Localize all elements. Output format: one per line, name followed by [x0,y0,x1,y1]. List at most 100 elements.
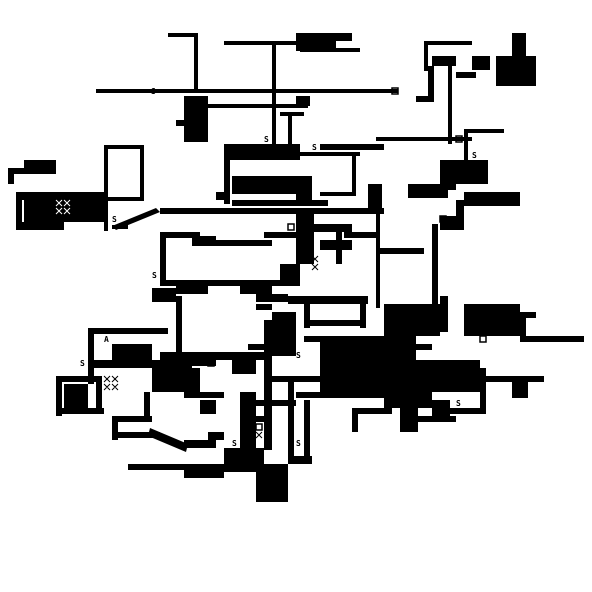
start-marker: S [152,271,157,280]
wall-segment [168,33,198,37]
wall-segment [248,344,264,350]
wall-block [256,464,288,502]
wall-segment [320,240,352,250]
wall-segment [96,89,398,93]
wall-segment [464,129,504,133]
wall-segment [208,432,224,440]
wall-segment [480,368,486,414]
wall-block [296,208,314,264]
wall-segment [304,320,364,326]
wall-segment [104,145,144,149]
start-marker: S [472,151,477,160]
wall-segment [320,376,326,396]
wall-segment [464,129,468,169]
wall-block [240,282,272,294]
wall-segment [456,72,476,78]
wall-segment [216,240,272,246]
wall-segment [334,33,352,41]
wall-segment [456,200,464,228]
wall-block [24,160,56,174]
start-marker: S [296,439,301,448]
wall-segment [376,137,472,141]
start-marker: S [151,87,156,96]
wall-segment [88,360,112,368]
item-box [479,335,487,343]
wall-segment [112,416,152,422]
agent-marker: A [104,335,109,344]
wall-segment [256,400,296,406]
wall-segment [416,344,432,350]
wall-segment [16,192,22,230]
wall-segment [432,400,450,420]
wall-segment [8,168,28,174]
wall-segment [448,408,486,414]
start-marker: S [80,359,85,368]
wall-segment [16,192,108,200]
start-marker: S [264,319,269,328]
start-marker: S [232,439,237,448]
wall-segment [416,96,434,102]
wall-block [376,360,480,380]
wall-segment [304,336,324,342]
wall-segment [432,224,438,304]
wall-block [152,288,176,302]
wall-block [184,464,224,478]
wall-segment [352,152,356,196]
wall-block [200,400,216,414]
wall-segment [248,416,264,422]
wall-segment [520,336,584,342]
wall-segment [376,184,380,308]
item-box [255,423,263,431]
start-marker: S [504,79,509,88]
wall-segment [352,408,392,414]
wall-segment [304,392,408,398]
wall-segment [16,222,64,230]
wall-block [184,96,208,142]
wall-segment [144,392,150,416]
wall-segment [264,232,304,238]
wall-segment [320,192,356,196]
wall-segment [432,56,456,66]
wall-segment [296,96,310,106]
wall-segment [56,376,96,382]
wall-segment [448,56,452,144]
wall-segment [352,408,358,432]
wall-segment [112,416,118,440]
wall-block [440,160,456,190]
wall-segment [304,400,310,464]
wall-segment [192,360,216,366]
wall-segment [296,33,336,51]
wall-segment [320,144,384,150]
wall-segment [216,192,228,200]
wall-block [384,304,440,336]
wall-block [64,384,88,408]
wall-segment [288,112,292,146]
wall-segment [88,328,168,334]
wall-block [192,236,216,246]
wall-segment [96,376,102,408]
wall-segment [288,376,294,456]
wall-segment [280,264,300,280]
start-marker: S [512,191,517,200]
wall-segment [56,376,62,416]
wall-segment [208,104,308,108]
wall-segment [288,296,368,304]
wall-segment [184,440,216,448]
wall-segment [520,318,526,338]
wall-segment [440,216,464,230]
agent-marker: A [272,375,277,384]
wall-segment [160,232,166,282]
wall-segment [408,184,448,198]
wall-segment [464,192,520,206]
wall-segment [428,66,434,100]
wall-segment [288,456,312,464]
wall-block [24,200,104,222]
wall-segment [176,120,186,126]
start-marker: S [112,215,117,224]
wall-segment [232,176,296,194]
wall-block [432,376,480,392]
start-marker: S [264,135,269,144]
wall-block [496,56,536,86]
wall-segment [176,296,182,356]
wall-segment [224,144,230,204]
